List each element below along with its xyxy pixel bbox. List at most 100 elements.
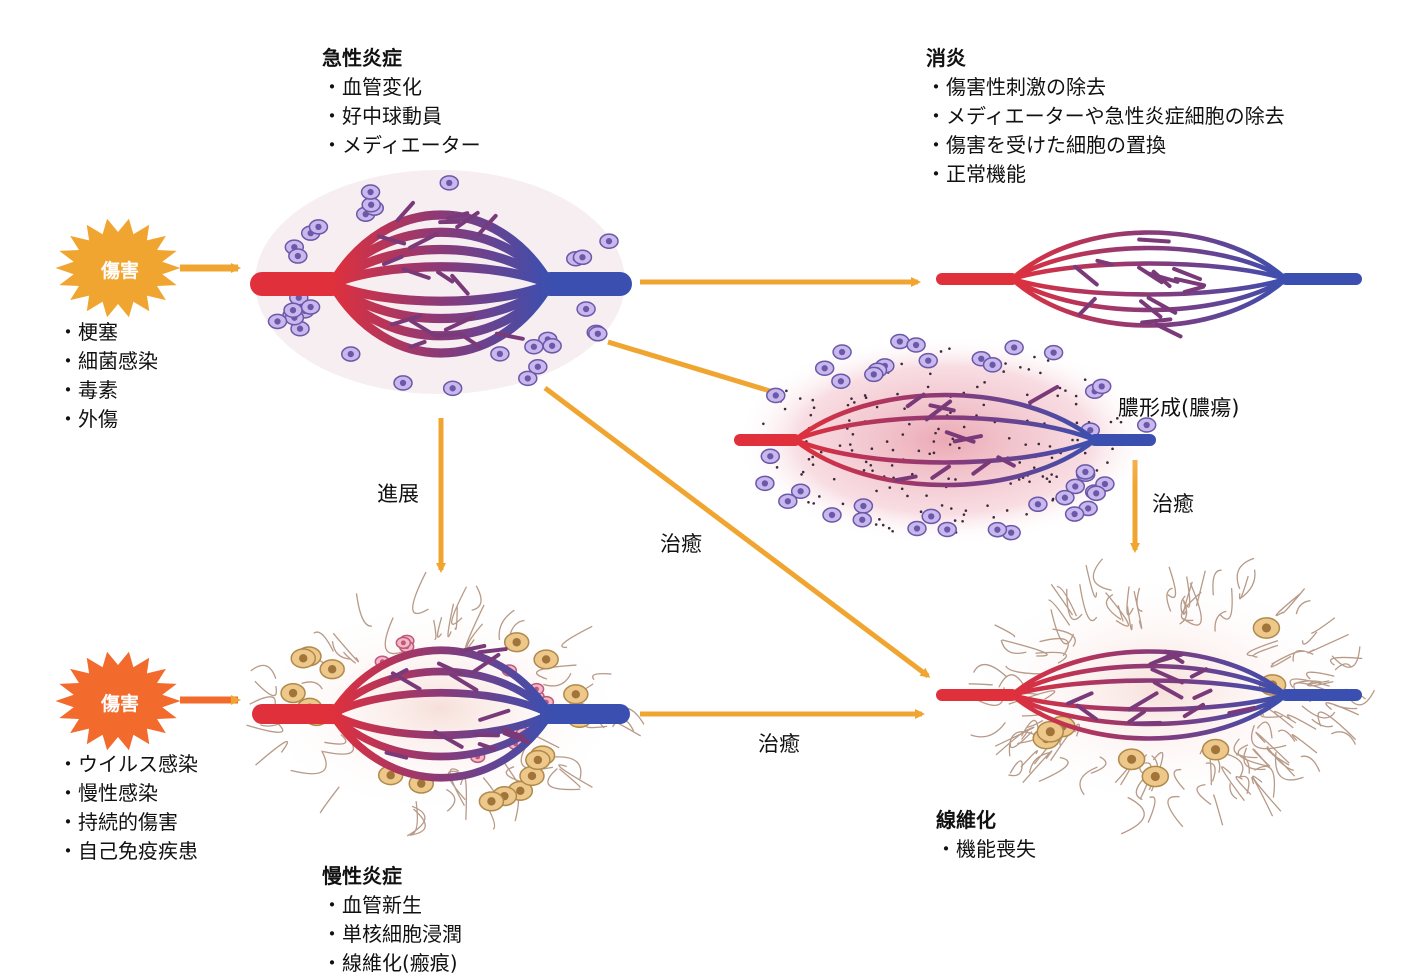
debris-dot (928, 452, 932, 456)
debris-dot (939, 350, 943, 353)
debris-dot (958, 446, 961, 450)
arrow-acute-to-abscess (607, 339, 783, 397)
capillary-link (433, 332, 461, 338)
cell-nucleus (994, 526, 1001, 533)
debris-dot (1028, 480, 1031, 483)
cell-nucleus (524, 375, 531, 382)
capillary-link (459, 333, 482, 349)
debris-dot (1074, 402, 1078, 406)
debris-dot (862, 469, 866, 472)
fiber (1256, 721, 1273, 739)
debris-dot (812, 502, 816, 505)
cell-nucleus (1072, 483, 1079, 490)
debris-dot (874, 523, 878, 526)
capillary-branch (330, 279, 552, 306)
capillary-link (893, 474, 918, 483)
debris-dot (881, 523, 885, 527)
debris-dot (1037, 442, 1041, 446)
capillary-link (1127, 709, 1147, 724)
injury-cause: 自己免疫疾患 (58, 837, 198, 866)
fiber (559, 768, 581, 788)
cell-nucleus (989, 361, 996, 368)
debris-dot (1106, 461, 1109, 464)
fiber (319, 786, 340, 814)
injury-top-causes: 梗塞 細菌感染 毒素 外傷 (58, 318, 158, 434)
debris-dot (1083, 451, 1087, 455)
capillary-link (401, 267, 431, 280)
fiber (1028, 751, 1051, 773)
cell-nucleus (294, 252, 302, 260)
debris-dot (992, 516, 996, 519)
fiber (994, 726, 1035, 747)
cell-nucleus (368, 201, 375, 208)
capillary-link (436, 270, 455, 284)
debris-dot (1058, 386, 1062, 390)
capillary-link (930, 464, 951, 480)
cell-nucleus (912, 341, 920, 349)
capillary-link (477, 647, 508, 655)
injury-cause: 細菌感染 (58, 347, 158, 376)
fiber (498, 609, 515, 641)
acute-text-block: 急性炎症 血管変化 好中球動員 メディエーター (322, 44, 481, 160)
fiber (1233, 738, 1258, 759)
capillary-branch (1010, 693, 1288, 741)
injury-burst-bottom (55, 651, 181, 751)
fiber (1254, 765, 1275, 798)
fiber (1286, 714, 1317, 730)
debris-dot (962, 513, 966, 516)
debris-dot (937, 427, 940, 431)
chronic-vessel-illustration (246, 571, 645, 837)
debris-dot (798, 397, 802, 400)
fiber (592, 673, 612, 681)
cell-nucleus (541, 655, 551, 664)
cell-nucleus (821, 365, 828, 372)
cell-nucleus (828, 511, 836, 519)
fiber (1219, 587, 1233, 620)
capillary-link (433, 729, 464, 749)
fiber (1000, 639, 1027, 655)
debris-dot (929, 372, 932, 376)
cell-nucleus (1034, 501, 1042, 508)
debris-dot (891, 448, 895, 452)
fiber (1317, 711, 1357, 741)
cell-nucleus (516, 786, 525, 796)
debris-dot (1009, 482, 1012, 485)
fiber (520, 745, 554, 770)
debris-dot (948, 347, 951, 350)
capillary-branch (1010, 277, 1288, 328)
fiber (1079, 584, 1098, 622)
heal-chronic-label: 治癒 (758, 732, 800, 756)
heal-diagonal-label: 治癒 (660, 532, 702, 556)
cell-nucleus (386, 771, 395, 780)
debris-dot (949, 507, 953, 510)
debris-dot (1002, 370, 1005, 373)
debris-dot (1019, 365, 1022, 369)
capillary-link (384, 750, 409, 760)
capillary-link (460, 643, 487, 653)
cell-nucleus (307, 303, 314, 311)
cell-nucleus (367, 188, 374, 196)
fiber (968, 683, 993, 686)
fiber (1092, 558, 1112, 591)
debris-dot (964, 509, 968, 512)
fiber (1173, 768, 1185, 790)
chronic-title: 慢性炎症 (322, 864, 402, 888)
capillary-link (1152, 680, 1184, 700)
fiber (1038, 756, 1069, 783)
fiber (410, 801, 418, 836)
capillary-link (436, 661, 463, 676)
capillary-link (376, 234, 407, 246)
debris-dot (870, 447, 874, 451)
fiber (1305, 671, 1335, 680)
capillary-branch (328, 227, 554, 287)
debris-dot (853, 401, 856, 404)
capillary-link (971, 458, 993, 476)
cell-nucleus (347, 350, 354, 358)
fiber (324, 734, 347, 745)
fiber (1236, 557, 1255, 590)
injury-bottom-causes: ウイルス感染 慢性感染 持続的傷害 自己免疫疾患 (58, 750, 198, 866)
cell-nucleus (767, 453, 774, 460)
resolution-vessel-illustration (936, 230, 1362, 339)
